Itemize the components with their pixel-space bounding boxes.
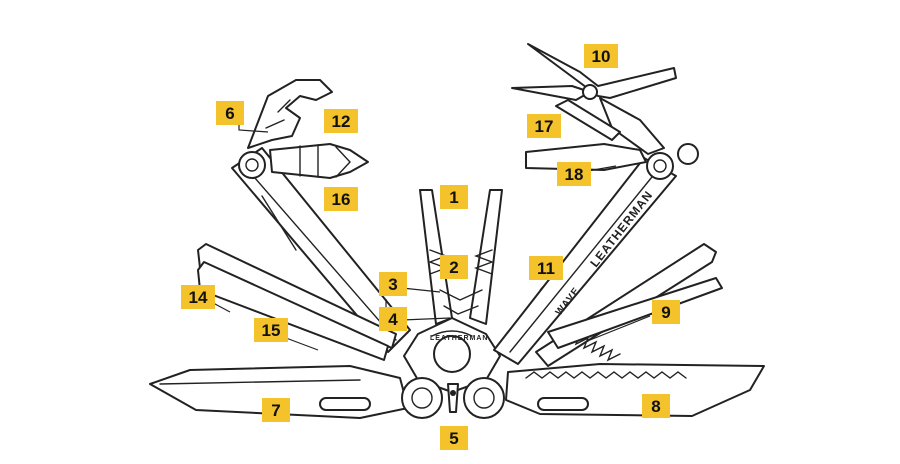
svg-text:15: 15 [262,321,281,340]
scissors [527,43,677,99]
small-screwdriver [555,99,621,141]
svg-text:3: 3 [388,275,397,294]
callout-18: 18 [557,162,591,186]
callout-4: 4 [379,307,407,331]
callout-12: 12 [324,109,358,133]
saw-blade [197,243,397,349]
right-handle-end [463,377,505,419]
callout-10: 10 [584,44,618,68]
serrated-blade-right [547,277,723,349]
needlenose-pliers-right [469,189,503,325]
callout-16: 16 [324,187,358,211]
file-tool [525,143,647,171]
callouts: 1 2 3 4 5 6 7 8 [181,44,680,450]
center-brand-text: LEATHERMAN [430,335,488,342]
callout-14: 14 [181,285,215,309]
callout-17: 17 [527,114,561,138]
svg-text:17: 17 [535,117,554,136]
svg-text:11: 11 [537,259,555,278]
svg-text:1: 1 [449,188,458,207]
left-pivot [238,151,266,179]
svg-text:14: 14 [189,288,208,307]
svg-text:8: 8 [651,397,660,416]
screwdriver [447,383,459,413]
wire-cutters [439,289,483,301]
svg-text:9: 9 [661,303,670,322]
callout-6: 6 [216,101,244,125]
can-bottle-opener [247,79,333,149]
svg-text:6: 6 [225,104,234,123]
callout-11: 11 [529,256,563,280]
multitool-drawing: LEATHERMAN LEATHERMAN WAVE [149,43,765,419]
center-pivot [433,335,471,373]
callout-5: 5 [440,426,468,450]
callout-15: 15 [254,318,288,342]
svg-text:18: 18 [565,165,584,184]
svg-text:5: 5 [449,429,458,448]
callout-7: 7 [262,398,290,422]
svg-text:10: 10 [592,47,611,66]
callout-9: 9 [652,300,680,324]
svg-text:16: 16 [332,190,351,209]
callout-3: 3 [379,272,407,296]
callout-1: 1 [440,185,468,209]
bit-driver [269,143,369,179]
svg-text:7: 7 [271,401,280,420]
svg-text:12: 12 [332,112,351,131]
lanyard-ring [677,143,699,165]
callout-8: 8 [642,394,670,418]
callout-2: 2 [440,255,468,279]
svg-text:4: 4 [388,310,398,329]
left-handle-end [401,377,443,419]
right-pivot [646,152,674,180]
svg-text:2: 2 [449,258,458,277]
